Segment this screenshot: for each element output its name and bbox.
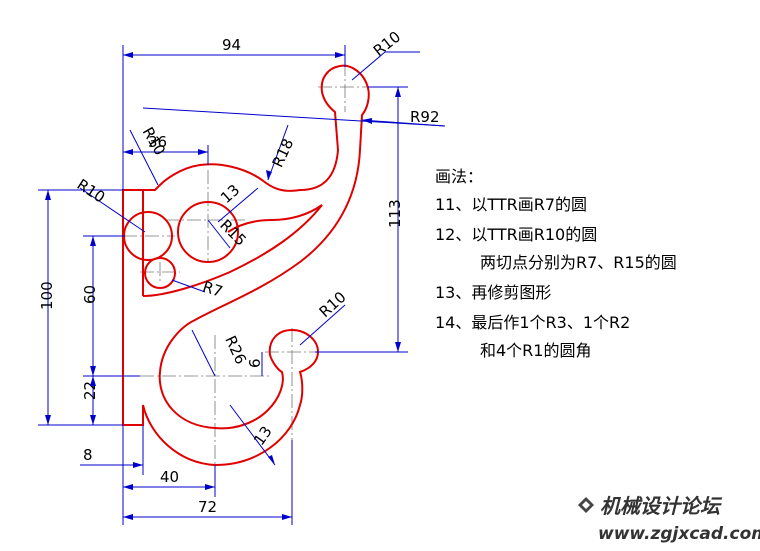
dim-100: 100	[38, 281, 56, 310]
note-step-12b: 两切点分别为R7、R15的圆	[480, 253, 677, 272]
note-step-12: 12、以TTR画R10的圆	[435, 225, 597, 244]
inner-cutout-outline	[142, 190, 323, 297]
center-lines	[123, 62, 372, 470]
dimension-arrows	[45, 52, 401, 520]
dimension-lines	[38, 45, 446, 525]
dim-r10-left-top: R10	[139, 124, 169, 159]
dim-22: 22	[81, 381, 99, 400]
dim-8: 8	[83, 446, 93, 464]
hook-body-outline	[122, 64, 370, 467]
dim-113: 113	[386, 199, 404, 228]
dim-36: 36	[148, 133, 167, 151]
watermark: 机械设计论坛 www.zgjxcad.com	[578, 494, 760, 544]
note-step-11: 11、以TTR画R7的圆	[435, 195, 587, 214]
note-step-13: 13、再修剪图形	[435, 283, 551, 302]
note-step-14b: 和4个R1的圆角	[480, 341, 591, 360]
dim-r10-right: R10	[316, 288, 350, 321]
dim-6: 6	[246, 358, 264, 368]
dim-r15: R15	[216, 216, 250, 250]
dim-13-lower: 13	[250, 423, 276, 449]
watermark-logo-icon	[578, 497, 594, 513]
dim-r10-left: R10	[74, 175, 109, 206]
dim-72: 72	[198, 498, 217, 516]
dim-60: 60	[81, 285, 99, 304]
hook-outline	[122, 64, 370, 467]
dim-r10-top: R10	[370, 28, 404, 60]
notes-title: 画法：	[435, 167, 483, 186]
dim-13-upper: 13	[217, 181, 243, 207]
drawing-notes: 画法： 11、以TTR画R7的圆 12、以TTR画R10的圆 两切点分别为R7、…	[435, 167, 677, 360]
dim-40: 40	[160, 468, 179, 486]
note-step-14: 14、最后作1个R3、1个R2	[435, 313, 630, 332]
dim-r18: R18	[269, 136, 298, 170]
circle-r15	[177, 201, 239, 263]
dim-r7: R7	[200, 278, 225, 301]
dim-94: 94	[222, 36, 241, 54]
watermark-name: 机械设计论坛	[600, 494, 723, 518]
watermark-url: www.zgjxcad.com	[598, 524, 760, 544]
dimension-labels: 94 R10 R92 36 R10 R18 13 R10 R15 113 100…	[38, 28, 440, 516]
dim-r92: R92	[410, 108, 440, 126]
circle-r7	[144, 257, 176, 289]
